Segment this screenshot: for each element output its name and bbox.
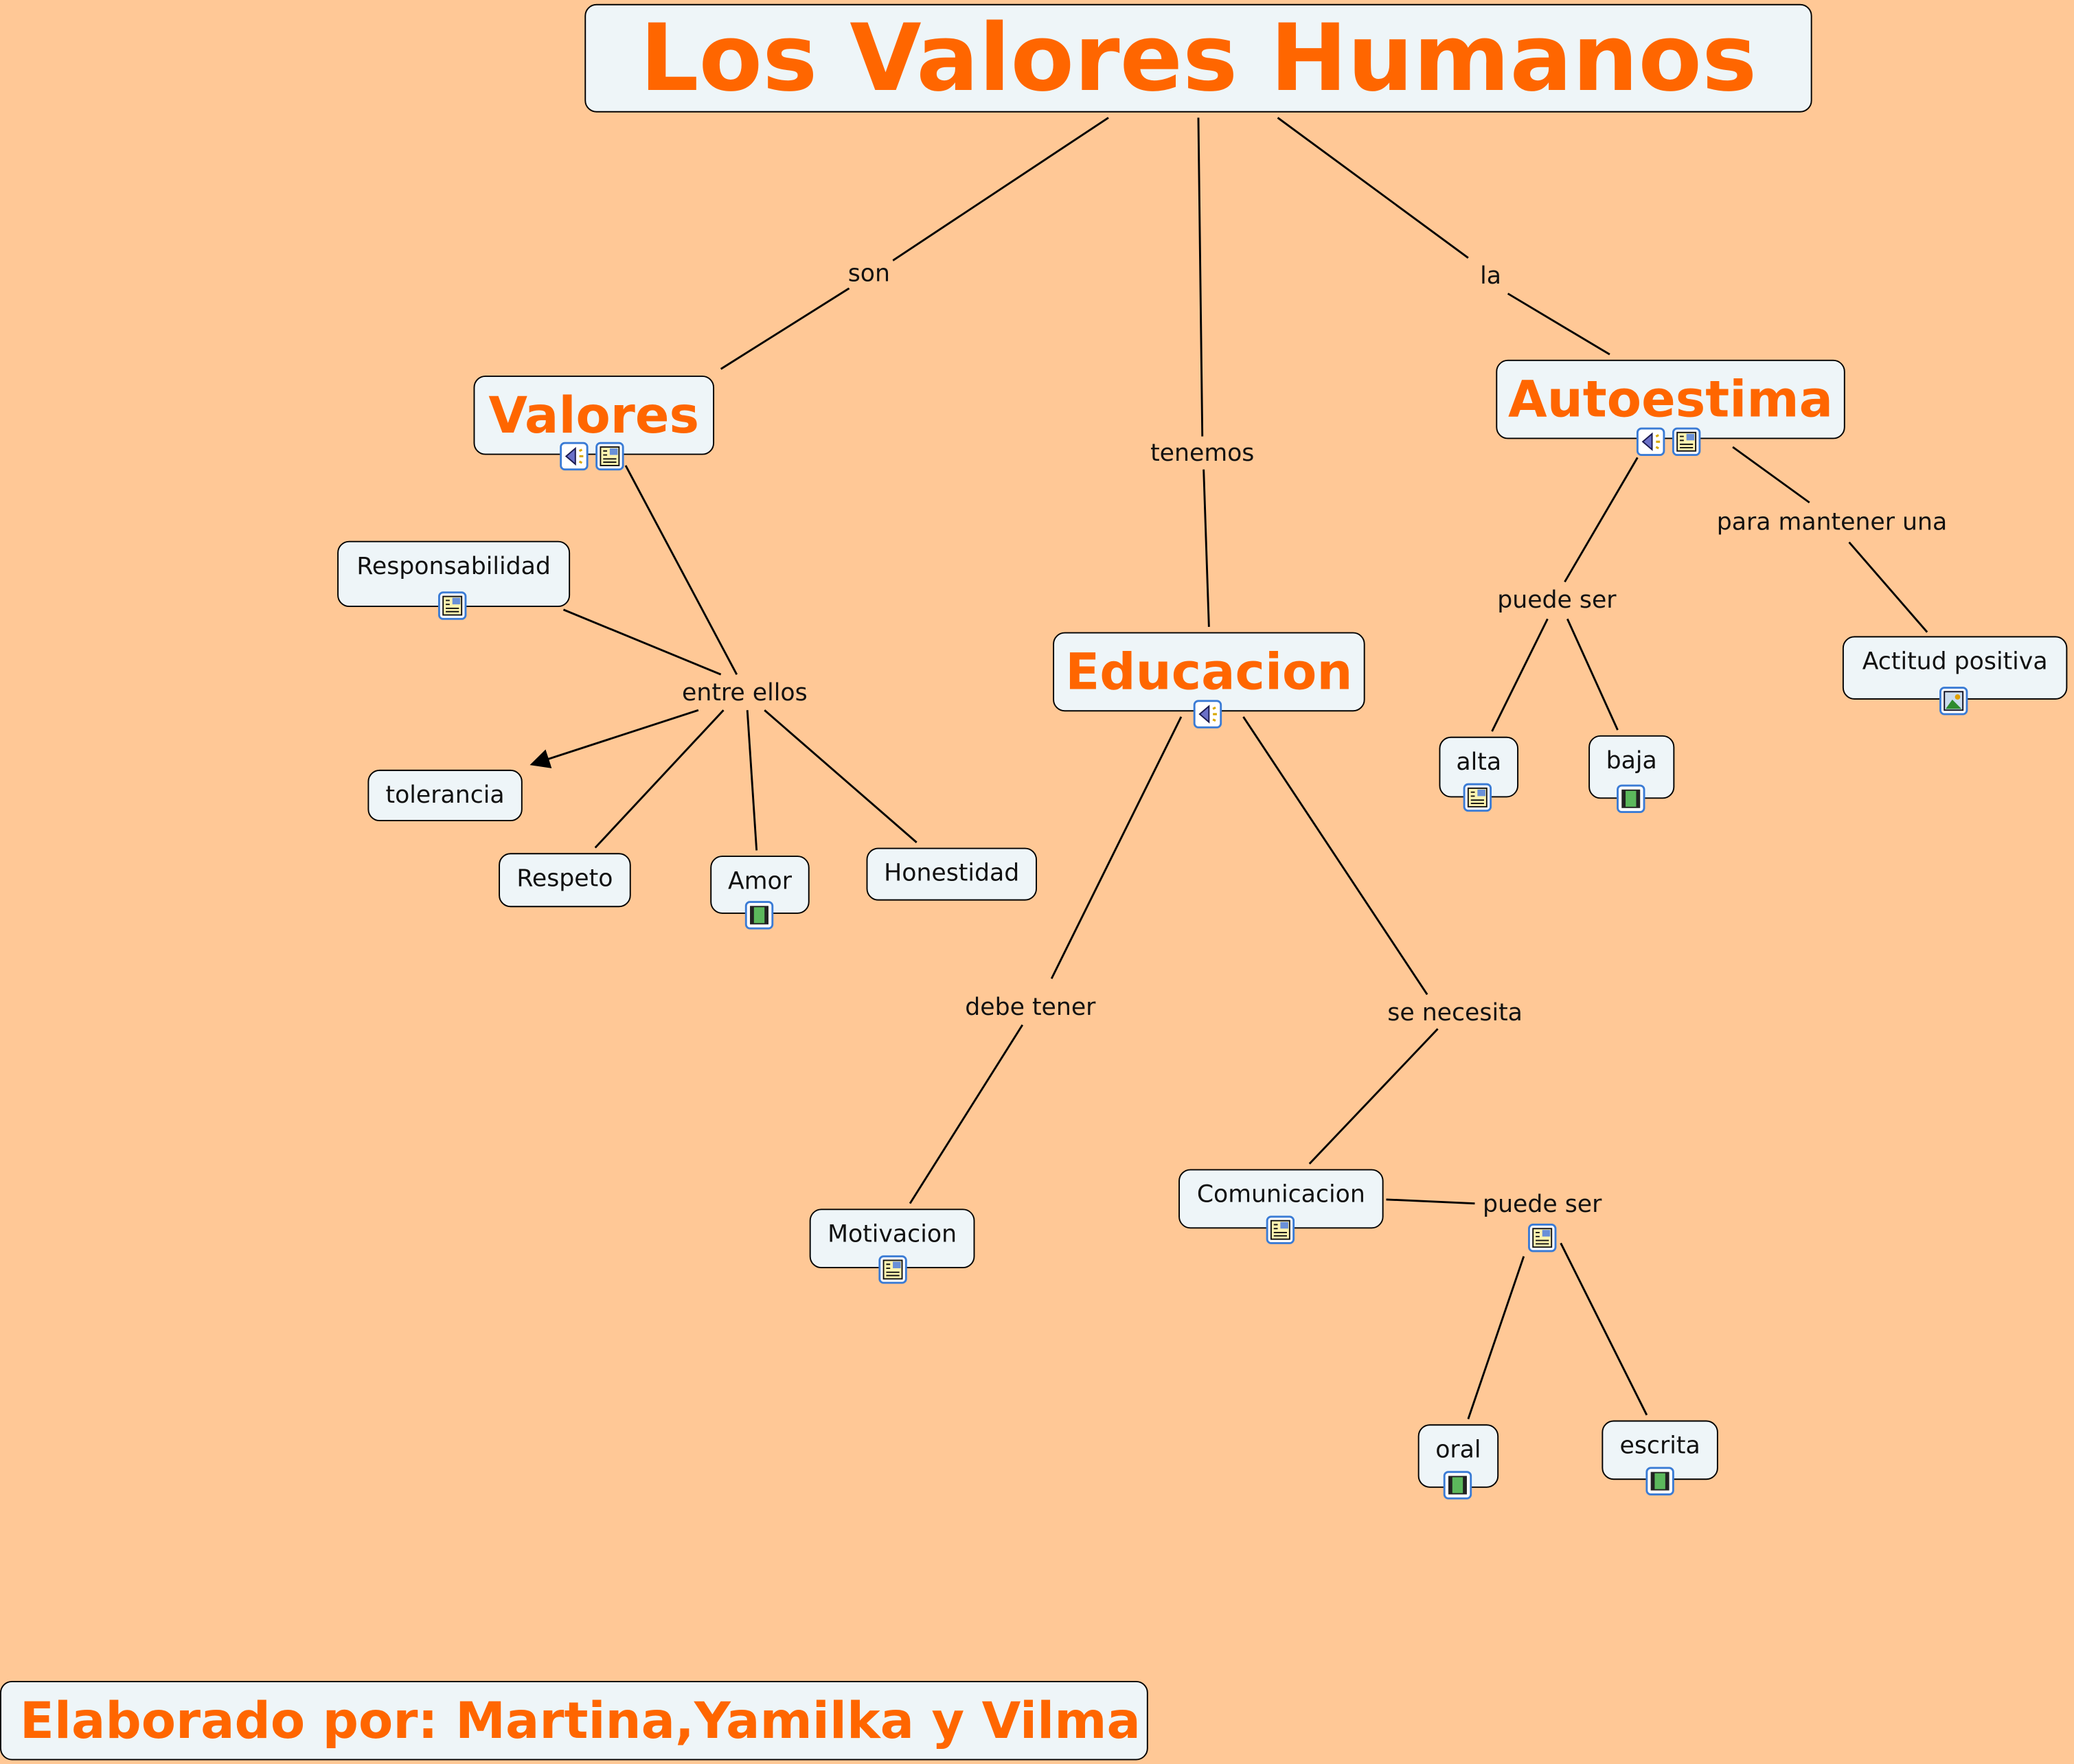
- concept-autoestima[interactable]: Autoestima: [1496, 359, 1845, 439]
- concept-label: oral: [1435, 1436, 1481, 1465]
- link-label-debe-tener: debe tener: [962, 994, 1099, 1022]
- concept-label: escrita: [1619, 1432, 1700, 1461]
- concept-educacion[interactable]: Educacion: [1053, 632, 1365, 712]
- link-label-puede-ser: puede ser: [1494, 586, 1619, 615]
- video-resource-icon[interactable]: [1645, 1467, 1674, 1496]
- video-resource-icon[interactable]: [1443, 1471, 1472, 1500]
- concept-label: Responsabilidad: [356, 553, 551, 581]
- image-resource-icon[interactable]: [1939, 687, 1968, 715]
- document-resource-icon[interactable]: [878, 1255, 907, 1284]
- concept-honestidad[interactable]: Honestidad: [866, 847, 1037, 901]
- concept-baja[interactable]: baja: [1588, 735, 1675, 799]
- concept-label: Motivacion: [828, 1220, 957, 1249]
- document-resource-icon[interactable]: [1266, 1215, 1295, 1244]
- link-label-son: son: [845, 260, 893, 288]
- link-label-para-mantener: para mantener una: [1713, 508, 1950, 536]
- concept-label: Valores: [488, 386, 700, 445]
- video-resource-icon[interactable]: [744, 901, 773, 930]
- document-resource-icon[interactable]: [1528, 1224, 1557, 1252]
- concept-actitud-positiva[interactable]: Actitud positiva: [1842, 636, 2068, 700]
- concept-label: Comunicacion: [1196, 1180, 1365, 1209]
- link-label-tenemos: tenemos: [1148, 439, 1257, 468]
- concept-label: Autoestima: [1508, 370, 1834, 429]
- document-resource-icon[interactable]: [1463, 783, 1492, 812]
- concept-tolerancia[interactable]: tolerancia: [367, 769, 523, 822]
- concept-label: Honestidad: [884, 859, 1020, 888]
- concept-label: Respeto: [516, 864, 613, 893]
- video-resource-icon[interactable]: [1617, 784, 1645, 813]
- concept-amor[interactable]: Amor: [710, 856, 810, 914]
- audio-resource-icon[interactable]: [1636, 427, 1665, 456]
- footer-text: Elaborado por: Martina,Yamilka y Vilma: [19, 1691, 1141, 1750]
- footer-credits: Elaborado por: Martina,Yamilka y Vilma: [0, 1680, 1148, 1761]
- concept-valores[interactable]: Valores: [473, 375, 715, 455]
- concept-label: Educacion: [1065, 643, 1353, 701]
- concept-respeto[interactable]: Respeto: [499, 853, 631, 908]
- concept-label: Actitud positiva: [1862, 648, 2048, 676]
- audio-resource-icon[interactable]: [1193, 700, 1222, 729]
- concept-label: alta: [1456, 748, 1502, 777]
- concept-label: tolerancia: [385, 781, 505, 810]
- link-label-puede-ser-comunicacion: puede ser: [1480, 1191, 1605, 1219]
- document-resource-icon[interactable]: [595, 442, 624, 470]
- document-resource-icon[interactable]: [438, 591, 467, 620]
- link-label-entre-ellos: entre ellos: [679, 679, 810, 707]
- concept-oral[interactable]: oral: [1417, 1424, 1499, 1488]
- link-label-la: la: [1477, 262, 1504, 290]
- concept-label: baja: [1606, 747, 1657, 775]
- title-concept[interactable]: Los Valores Humanos: [584, 3, 1812, 113]
- title-text: Los Valores Humanos: [639, 3, 1757, 113]
- concept-label: Amor: [727, 867, 792, 895]
- link-label-se-necesita: se necesita: [1384, 999, 1525, 1027]
- document-resource-icon[interactable]: [1672, 427, 1700, 456]
- audio-resource-icon[interactable]: [560, 442, 589, 470]
